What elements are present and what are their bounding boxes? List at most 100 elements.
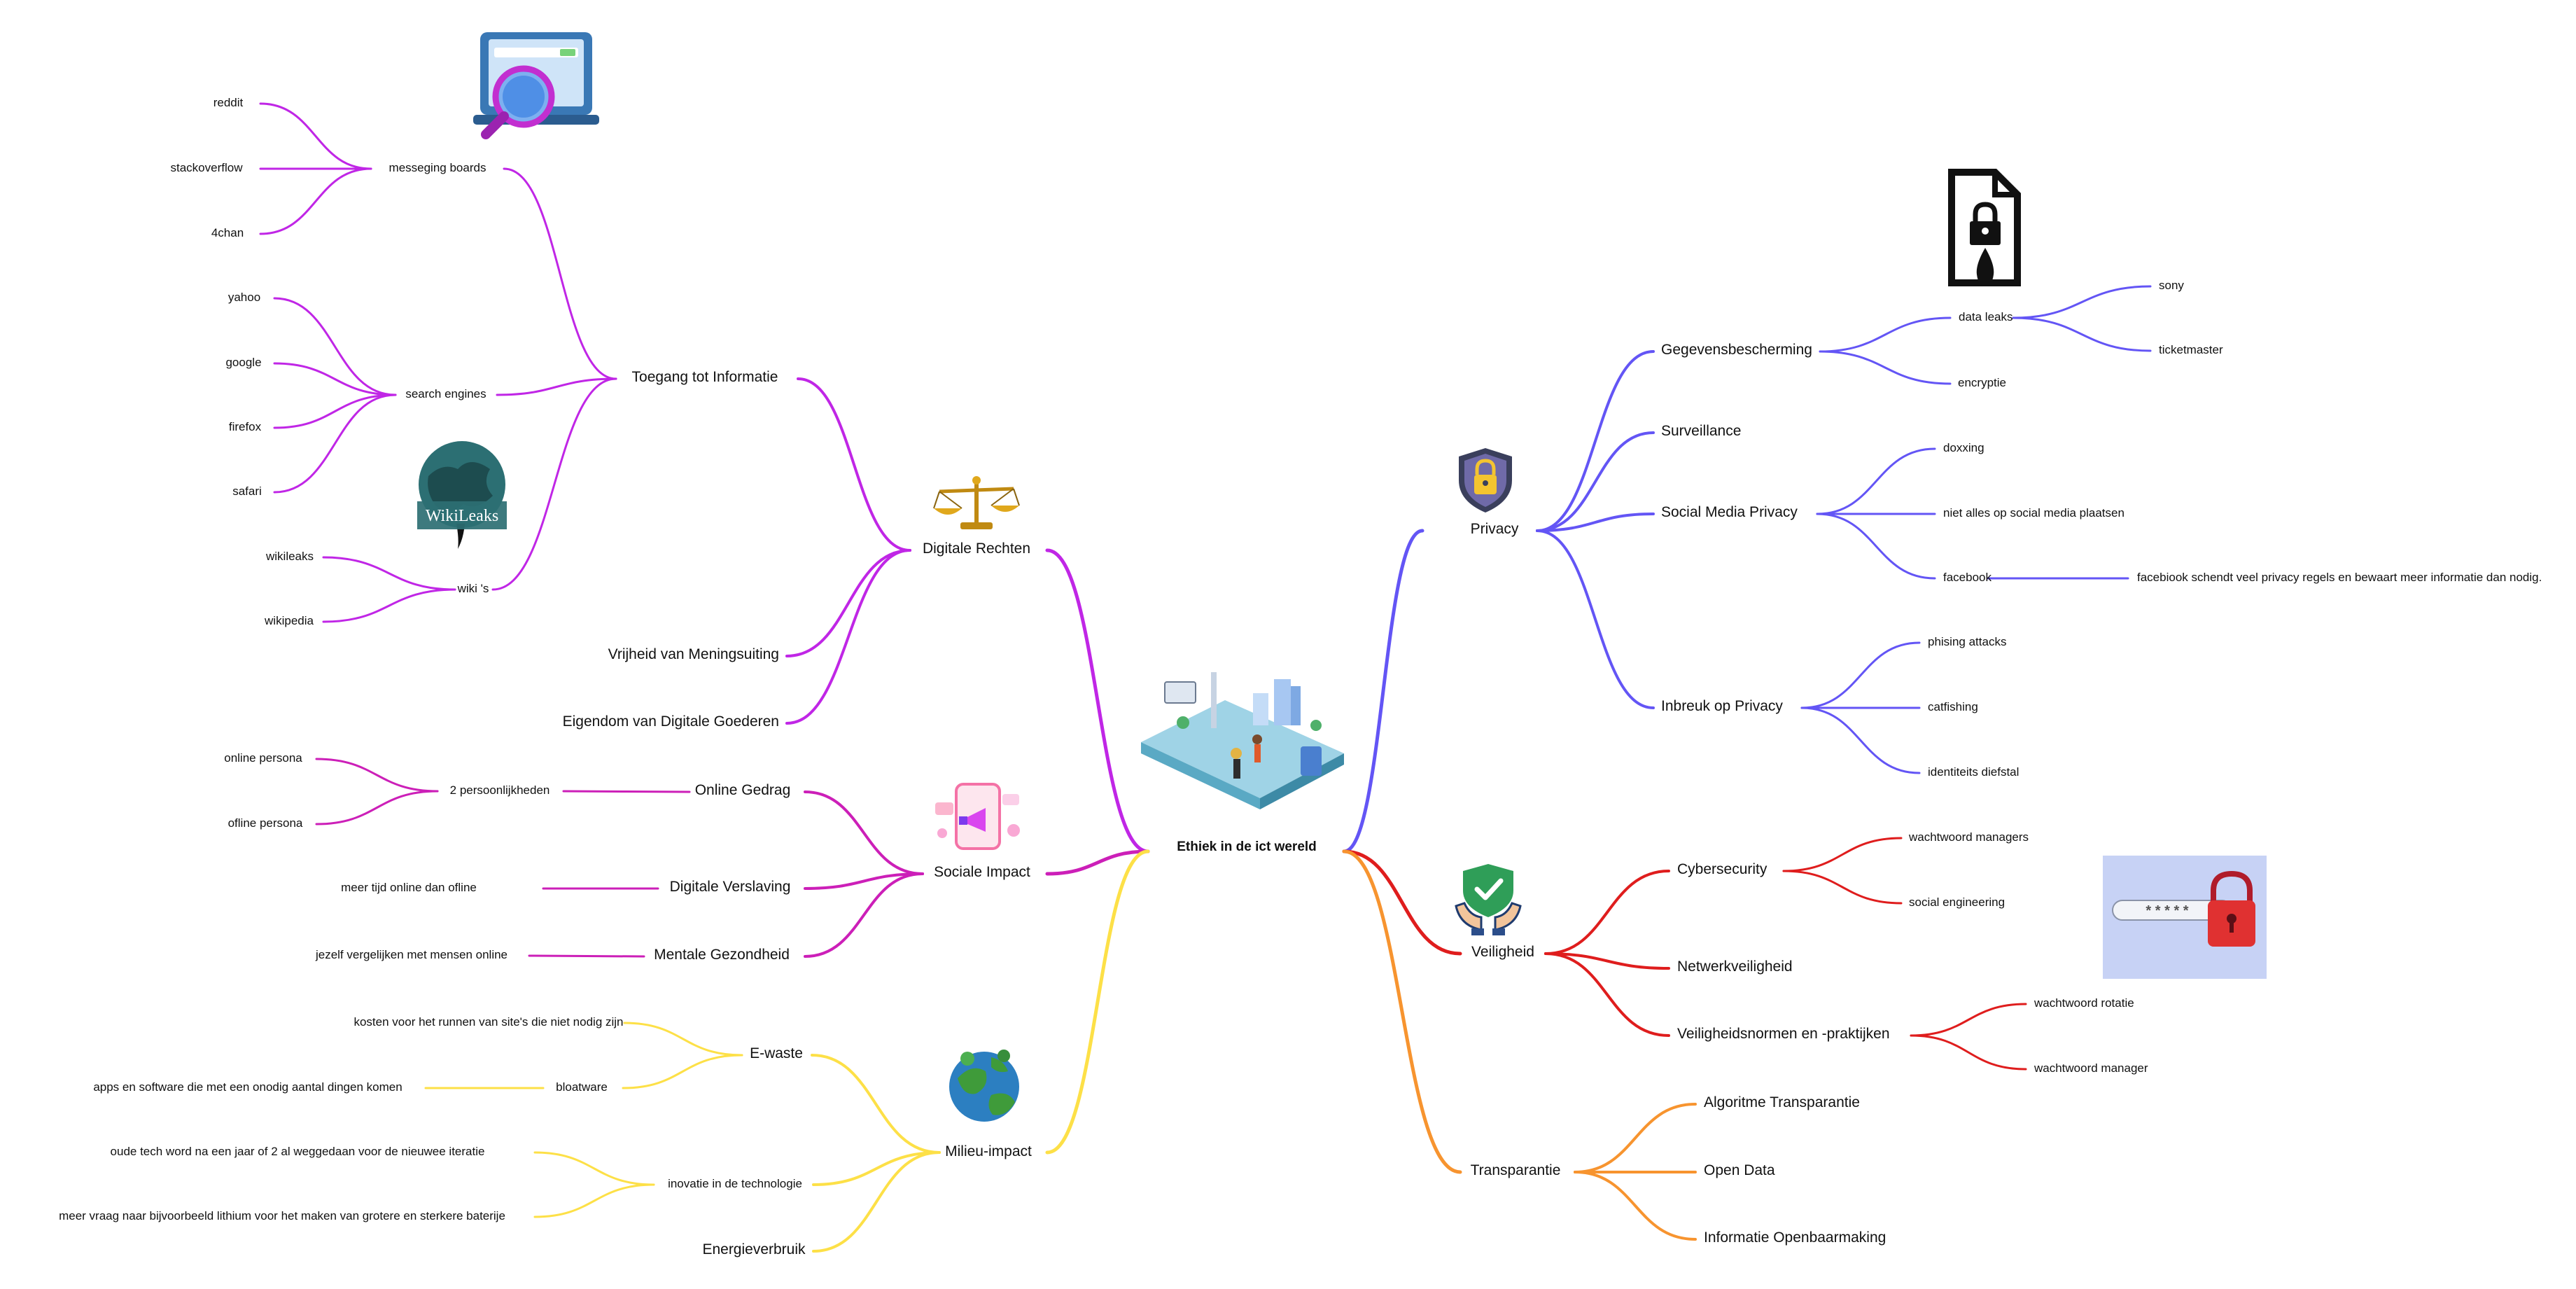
document-lock-icon <box>1948 169 2021 286</box>
node-social-media-privacy: Social Media Privacy <box>1661 504 1798 520</box>
node-vrijheid-van-meningsuiting: Vrijheid van Meningsuiting <box>608 646 779 662</box>
scales-icon <box>933 476 1020 529</box>
password-mask: * * * * * <box>2146 903 2188 919</box>
leaf-oude-tech: oude tech word na een jaar of 2 al wegge… <box>111 1145 485 1158</box>
leaf-wikileaks: wikileaks <box>265 550 314 563</box>
edge-innovatie-1 <box>533 1183 655 1218</box>
edge-ewaste-kosten <box>623 1022 743 1057</box>
node-e-waste: E-waste <box>750 1045 803 1061</box>
leaf-4chan: 4chan <box>211 226 244 239</box>
edge-root-sociale-impact <box>1045 849 1150 876</box>
leaf-jezelf-vergelijken: jezelf vergelijken met mensen online <box>315 948 507 961</box>
leaf-wikipedia: wikipedia <box>264 614 314 627</box>
wikileaks-logo: WikiLeaks <box>417 441 507 549</box>
edge-veiligheid-1 <box>1544 952 1670 970</box>
node-cybersecurity: Cybersecurity <box>1677 861 1768 877</box>
node-bloatware: bloatware <box>556 1080 608 1094</box>
node-digitale-verslaving: Digitale Verslaving <box>670 879 791 895</box>
edge-dr-vrijheid <box>785 549 911 657</box>
node-online-gedrag: Online Gedrag <box>695 782 791 798</box>
leaf-ticketmaster: ticketmaster <box>2159 343 2223 356</box>
edge-veiligheid-0 <box>1544 870 1670 955</box>
leaf-identiteits-diefstal: identiteits diefstal <box>1928 765 2019 779</box>
node-toegang-tot-informatie: Toegang tot Informatie <box>632 369 778 385</box>
leaf-algoritme-transparantie: Algoritme Transparantie <box>1704 1094 1860 1110</box>
edge-root-veiligheid <box>1342 849 1462 956</box>
leaf-informatie-openbaarmaking: Informatie Openbaarmaking <box>1704 1229 1886 1246</box>
edge-cyber-0 <box>1782 837 1903 872</box>
node-milieu-impact: Milieu-impact <box>945 1143 1032 1159</box>
edge-cyber-1 <box>1782 870 1903 905</box>
node-labels: Ethiek in de ict wereld Digitale Rechten… <box>59 96 2542 1257</box>
edge-root-transparantie <box>1342 849 1462 1174</box>
edge-wiki-0 <box>322 556 456 591</box>
leaf-safari: safari <box>232 485 262 498</box>
leaf-reddit: reddit <box>214 96 244 109</box>
leaf-meer-vraag-lithium: meer vraag naar bijvoorbeeld lithium voo… <box>59 1209 505 1222</box>
leaf-social-engineering: social engineering <box>1909 896 2005 909</box>
leaf-catfishing: catfishing <box>1928 700 1978 713</box>
edge-wiki-1 <box>322 588 456 623</box>
edge-privacy-3 <box>1536 529 1655 709</box>
edge-dataleaks-0 <box>2012 285 2152 319</box>
node-mentale-gezondheid: Mentale Gezondheid <box>654 947 790 963</box>
hands-shield-icon <box>1455 864 1522 935</box>
edge-normen-1 <box>1910 1034 2027 1071</box>
city-illustration <box>1141 672 1344 809</box>
edge-social-2 <box>1816 513 1936 580</box>
node-inovatie: inovatie in de technologie <box>668 1177 802 1190</box>
edge-mi-energie <box>812 1151 941 1253</box>
node-veiligheid: Veiligheid <box>1471 944 1534 960</box>
edge-transparantie-2 <box>1574 1171 1697 1241</box>
edge-inbreuk-2 <box>1800 706 1921 774</box>
edge-social-0 <box>1816 447 1936 515</box>
leaf-sony: sony <box>2159 279 2184 292</box>
node-facebook: facebook <box>1943 571 1991 584</box>
leaf-ofline-persona: ofline persona <box>228 816 303 830</box>
node-eigendom-digitale-goederen: Eigendom van Digitale Goederen <box>563 713 779 730</box>
node-netwerkveiligheid: Netwerkveiligheid <box>1677 959 1793 975</box>
node-inbreuk-op-privacy: Inbreuk op Privacy <box>1661 698 1783 714</box>
leaf-google: google <box>225 356 261 369</box>
root-node: Ethiek in de ict wereld <box>1177 839 1317 854</box>
leaf-wachtwoord-managers: wachtwoord managers <box>1908 830 2029 844</box>
node-messeging-boards: messeging boards <box>389 161 486 174</box>
edge-root-privacy <box>1342 529 1424 853</box>
node-sociale-impact: Sociale Impact <box>934 864 1030 880</box>
edge-persoon-1 <box>315 790 439 825</box>
connector-lines <box>259 102 2152 1253</box>
leaf-doxxing: doxxing <box>1943 441 1984 454</box>
edge-root-digitale-rechten <box>1045 548 1150 853</box>
edge-dr-eigendom <box>785 549 911 725</box>
node-veiligheidsnormen: Veiligheidsnormen en -praktijken <box>1677 1026 1890 1042</box>
edge-search-2 <box>273 393 397 429</box>
node-gegevensbescherming: Gegevensbescherming <box>1661 342 1812 358</box>
edge-ewaste-bloatware <box>622 1054 743 1089</box>
leaf-facebook-detail: facebiook schendt veel privacy regels en… <box>2137 571 2542 584</box>
edge-si-gedrag <box>804 790 924 875</box>
edge-si-verslaving <box>804 872 924 890</box>
edge-search-1 <box>273 362 397 396</box>
edge-dataleaks-1 <box>2012 316 2152 352</box>
node-2-persoonlijkheden: 2 persoonlijkheden <box>450 783 550 797</box>
password-lock-card: * * * * * <box>2103 856 2267 979</box>
wikileaks-logo-text: WikiLeaks <box>426 507 498 525</box>
edge-persoon-0 <box>315 758 439 793</box>
edge-gegevens-dataleaks <box>1819 316 1952 353</box>
leaf-niet-alles-op-social-media: niet alles op social media plaatsen <box>1943 506 2124 520</box>
leaf-yahoo: yahoo <box>228 291 260 304</box>
edge-inbreuk-0 <box>1800 641 1921 709</box>
edge-msg-0 <box>259 102 372 170</box>
laptop-search-icon <box>473 32 599 139</box>
edge-normen-0 <box>1910 1003 2027 1037</box>
node-search-engines: search engines <box>405 387 486 400</box>
leaf-wachtwoord-rotatie: wachtwoord rotatie <box>2033 996 2134 1010</box>
node-transparantie: Transparantie <box>1471 1162 1561 1178</box>
leaf-open-data: Open Data <box>1704 1162 1775 1178</box>
edge-veiligheid-2 <box>1544 952 1670 1037</box>
edge-search-0 <box>273 297 397 396</box>
edge-ti-wiki <box>491 377 617 591</box>
node-data-leaks: data leaks <box>1959 310 2013 323</box>
edge-msg-2 <box>259 167 372 235</box>
